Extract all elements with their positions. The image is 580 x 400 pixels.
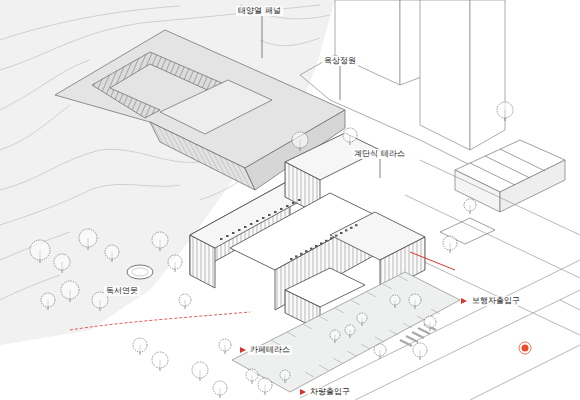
- map-label: 보행자출입구: [470, 296, 522, 306]
- map-label: 차량출입구: [308, 387, 352, 397]
- map-label: 카페테라스: [248, 345, 292, 355]
- map-label: 태양열 패널: [236, 6, 283, 16]
- map-label: 옥상정원: [322, 56, 358, 66]
- map-label: 계단식 테라스: [352, 149, 407, 159]
- map-label: 독서연못: [104, 286, 140, 296]
